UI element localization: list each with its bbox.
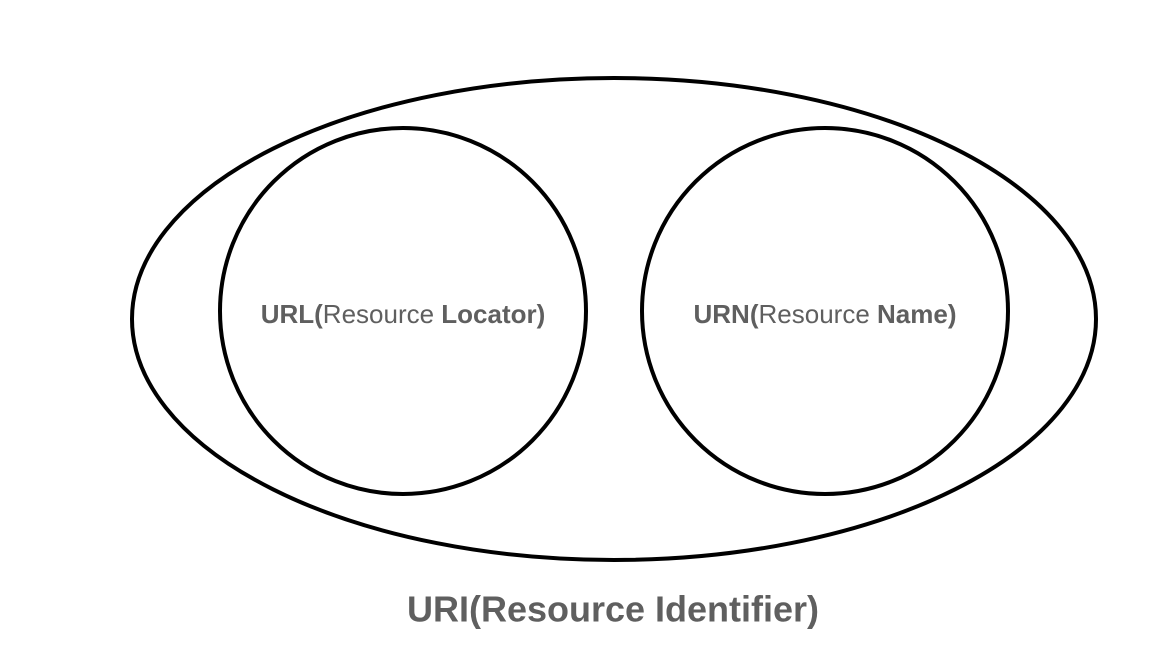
uri-label: URI(Resource Identifier): [407, 589, 819, 630]
url-label-suffix: Locator): [441, 299, 545, 329]
urn-label-prefix: URN(: [694, 299, 759, 329]
url-label-word: Resource: [323, 299, 442, 329]
url-circle: [218, 126, 588, 496]
urn-label-word: Resource: [759, 299, 878, 329]
urn-label-suffix: Name): [877, 299, 956, 329]
urn-circle: [640, 126, 1010, 496]
url-label-prefix: URL(: [261, 299, 323, 329]
url-label: URL(Resource Locator): [261, 299, 546, 329]
uri-ellipse: [130, 76, 1098, 562]
urn-label: URN(Resource Name): [694, 299, 957, 329]
